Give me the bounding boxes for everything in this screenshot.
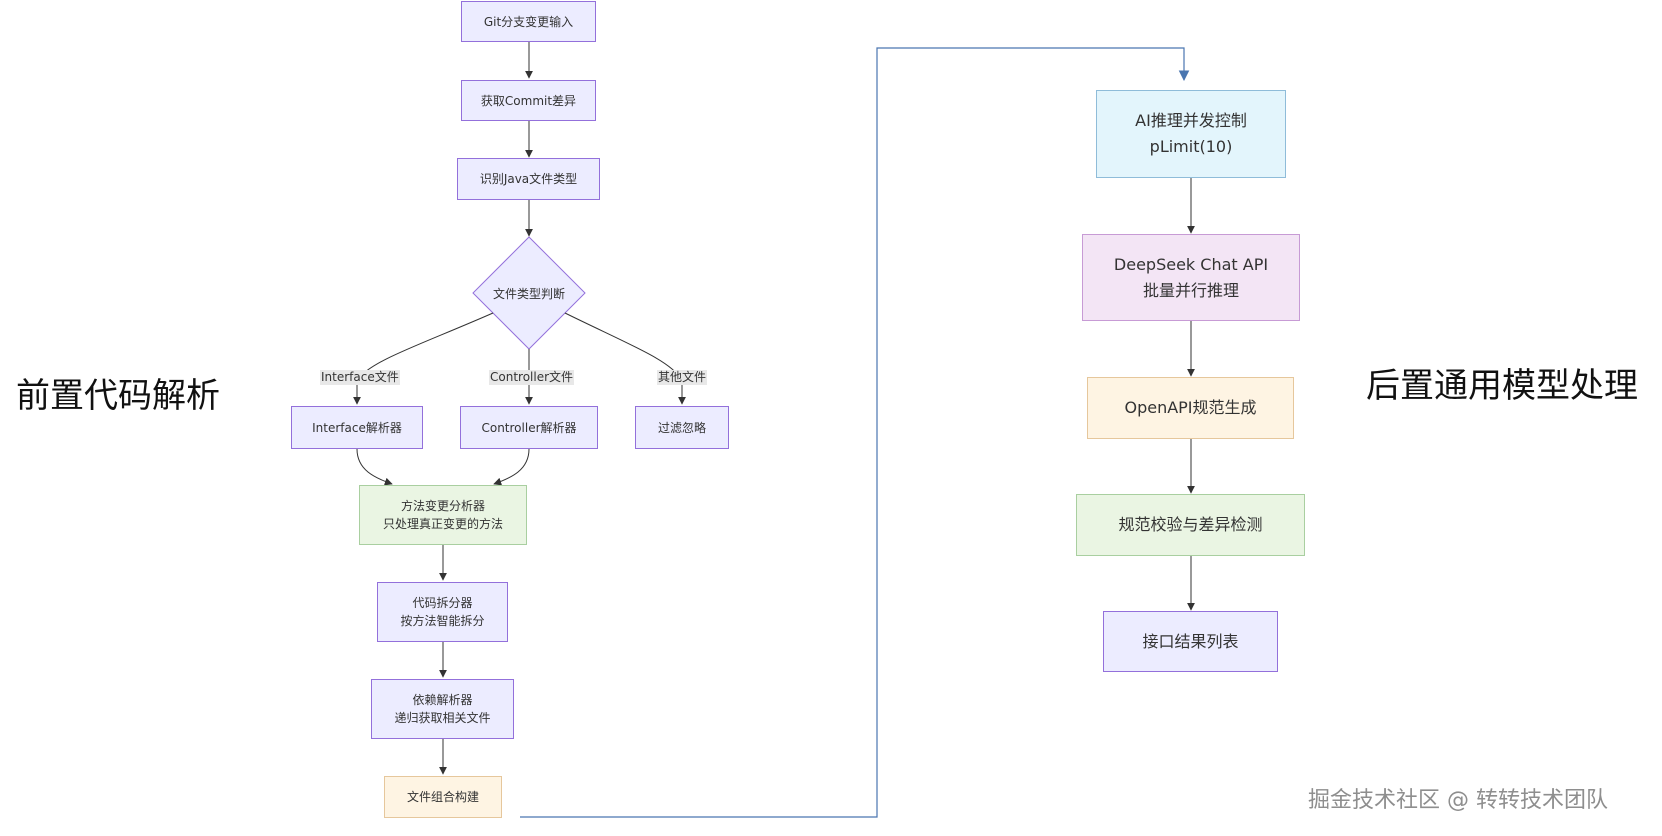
edge-label-controller-file: Controller文件	[489, 370, 575, 385]
node-code-splitter: 代码拆分器 按方法智能拆分	[377, 582, 508, 642]
edge-decision-to-interface	[353, 312, 494, 405]
node-filter-ignore-label: 过滤忽略	[657, 420, 706, 435]
edge-controller-to-method	[493, 448, 530, 486]
node-git-input: Git分支变更输入	[461, 1, 596, 42]
node-get-diff: 获取Commit差异	[461, 80, 596, 121]
node-result-list: 接口结果列表	[1103, 611, 1278, 672]
node-controller-parser-label: Controller解析器	[481, 420, 577, 435]
node-dependency-parser-line1: 依赖解析器	[412, 693, 473, 707]
node-method-analyzer-line1: 方法变更分析器	[400, 499, 485, 513]
node-deepseek-line1: DeepSeek Chat API	[1113, 254, 1269, 274]
node-filter-ignore: 过滤忽略	[635, 406, 729, 449]
node-interface-parser-label: Interface解析器	[312, 420, 402, 435]
right-section-title: 后置通用模型处理	[1366, 366, 1638, 406]
node-git-input-label: Git分支变更输入	[483, 14, 574, 29]
node-validate: 规范校验与差异检测	[1076, 494, 1305, 556]
connector-left-to-right	[520, 47, 1190, 818]
edge-decision-to-other	[564, 312, 686, 405]
node-ai-concurrency-line1: AI推理并发控制	[1135, 111, 1247, 130]
edge-label-interface-file: Interface文件	[320, 370, 400, 385]
node-ai-concurrency: AI推理并发控制 pLimit(10)	[1096, 90, 1286, 178]
node-controller-parser: Controller解析器	[460, 406, 598, 449]
edge-label-other-file: 其他文件	[657, 370, 708, 385]
node-result-list-label: 接口结果列表	[1142, 631, 1239, 651]
left-section-title: 前置代码解析	[16, 376, 220, 416]
node-identify-java: 识别Java文件类型	[457, 158, 600, 200]
node-dependency-parser: 依赖解析器 递归获取相关文件	[371, 679, 514, 739]
node-code-splitter-line1: 代码拆分器	[412, 596, 473, 610]
node-openapi: OpenAPI规范生成	[1087, 377, 1294, 439]
node-deepseek-line2: 批量并行推理	[1142, 280, 1239, 300]
edge-interface-to-method	[356, 448, 393, 486]
node-interface-parser: Interface解析器	[291, 406, 423, 449]
node-type-decision-label: 文件类型判断	[492, 286, 565, 301]
node-file-build-label: 文件组合构建	[406, 790, 479, 804]
node-validate-label: 规范校验与差异检测	[1118, 515, 1263, 534]
node-type-decision: 文件类型判断	[473, 281, 585, 305]
node-identify-java-label: 识别Java文件类型	[479, 172, 578, 186]
node-method-analyzer-line2: 只处理真正变更的方法	[382, 517, 503, 531]
node-file-build: 文件组合构建	[384, 776, 502, 818]
node-method-analyzer: 方法变更分析器 只处理真正变更的方法	[359, 485, 527, 545]
watermark-text: 掘金技术社区 @ 转转技术团队	[1308, 788, 1608, 813]
node-openapi-label: OpenAPI规范生成	[1124, 398, 1257, 417]
node-deepseek: DeepSeek Chat API 批量并行推理	[1082, 234, 1300, 321]
node-dependency-parser-line2: 递归获取相关文件	[394, 711, 491, 725]
node-code-splitter-line2: 按方法智能拆分	[400, 614, 485, 628]
node-ai-concurrency-line2: pLimit(10)	[1149, 137, 1233, 156]
node-get-diff-label: 获取Commit差异	[480, 93, 577, 108]
